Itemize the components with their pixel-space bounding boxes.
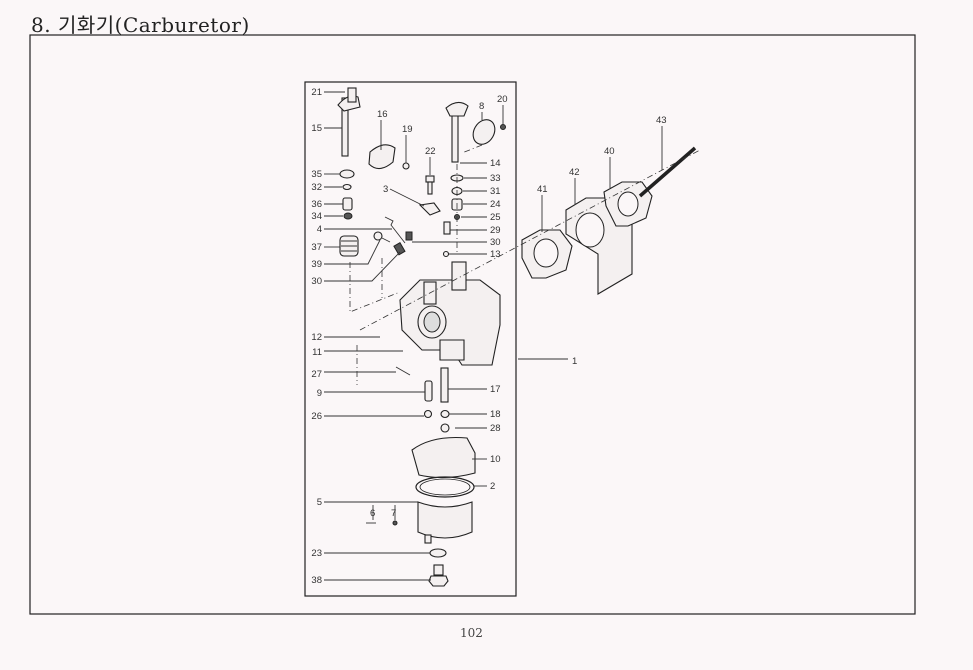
callout-20: 20 xyxy=(497,94,508,105)
callout-41: 41 xyxy=(537,184,548,195)
callout-3: 3 xyxy=(383,184,388,195)
callout-25: 25 xyxy=(490,212,501,223)
callout-36: 36 xyxy=(311,199,322,210)
callout-23: 23 xyxy=(311,548,322,559)
carburetor-parts-frame xyxy=(304,81,517,597)
callout-43: 43 xyxy=(656,115,667,126)
outer-frame xyxy=(29,34,916,615)
callout-42: 42 xyxy=(569,167,580,178)
carburetor-parts xyxy=(337,87,701,587)
callout-35: 35 xyxy=(311,169,322,180)
callout-31: 31 xyxy=(490,186,501,197)
callout-28: 28 xyxy=(490,423,501,434)
page-title: 8. 기화기(Carburetor) xyxy=(31,13,250,37)
callout-2: 2 xyxy=(490,481,495,492)
callout-38: 38 xyxy=(311,575,322,586)
callout-9: 9 xyxy=(317,388,322,399)
callout-30: 30 xyxy=(311,276,322,287)
page-number: 102 xyxy=(460,626,483,640)
callout-17: 17 xyxy=(490,384,501,395)
callout-37: 37 xyxy=(311,242,322,253)
callout-21: 21 xyxy=(311,87,322,98)
callout-4: 4 xyxy=(317,224,322,235)
callout-8: 8 xyxy=(479,101,484,112)
right-callouts: 14 33 31 24 25 29 30 13 17 18 28 10 2 1 xyxy=(412,158,577,492)
callout-1: 1 xyxy=(572,356,577,367)
callout-19: 19 xyxy=(402,124,413,135)
callout-10: 10 xyxy=(490,454,501,465)
callout-13: 13 xyxy=(490,249,501,260)
callout-18: 18 xyxy=(490,409,501,420)
callout-12: 12 xyxy=(311,332,322,343)
top-callouts: 16 19 22 3 8 20 6 7 xyxy=(370,94,508,520)
callout-33: 33 xyxy=(490,173,501,184)
callout-32: 32 xyxy=(311,182,322,193)
callout-29: 29 xyxy=(490,225,501,236)
callout-7: 7 xyxy=(391,508,396,519)
callout-14: 14 xyxy=(490,158,501,169)
callout-39: 39 xyxy=(311,259,322,270)
callout-30-right: 30 xyxy=(490,237,501,248)
callout-27: 27 xyxy=(311,369,322,380)
stud-43 xyxy=(638,146,697,198)
callout-5: 5 xyxy=(317,497,322,508)
callout-34: 34 xyxy=(311,211,322,222)
callout-22: 22 xyxy=(425,146,436,157)
callout-26: 26 xyxy=(311,411,322,422)
callout-40: 40 xyxy=(604,146,615,157)
left-callouts: 21 15 35 32 36 34 4 37 39 30 12 11 27 9 … xyxy=(311,87,431,586)
callout-24: 24 xyxy=(490,199,501,210)
callout-15: 15 xyxy=(311,123,322,134)
manifold-callouts: 41 42 40 43 xyxy=(537,115,667,232)
callout-16: 16 xyxy=(377,109,388,120)
callout-11: 11 xyxy=(312,347,322,358)
